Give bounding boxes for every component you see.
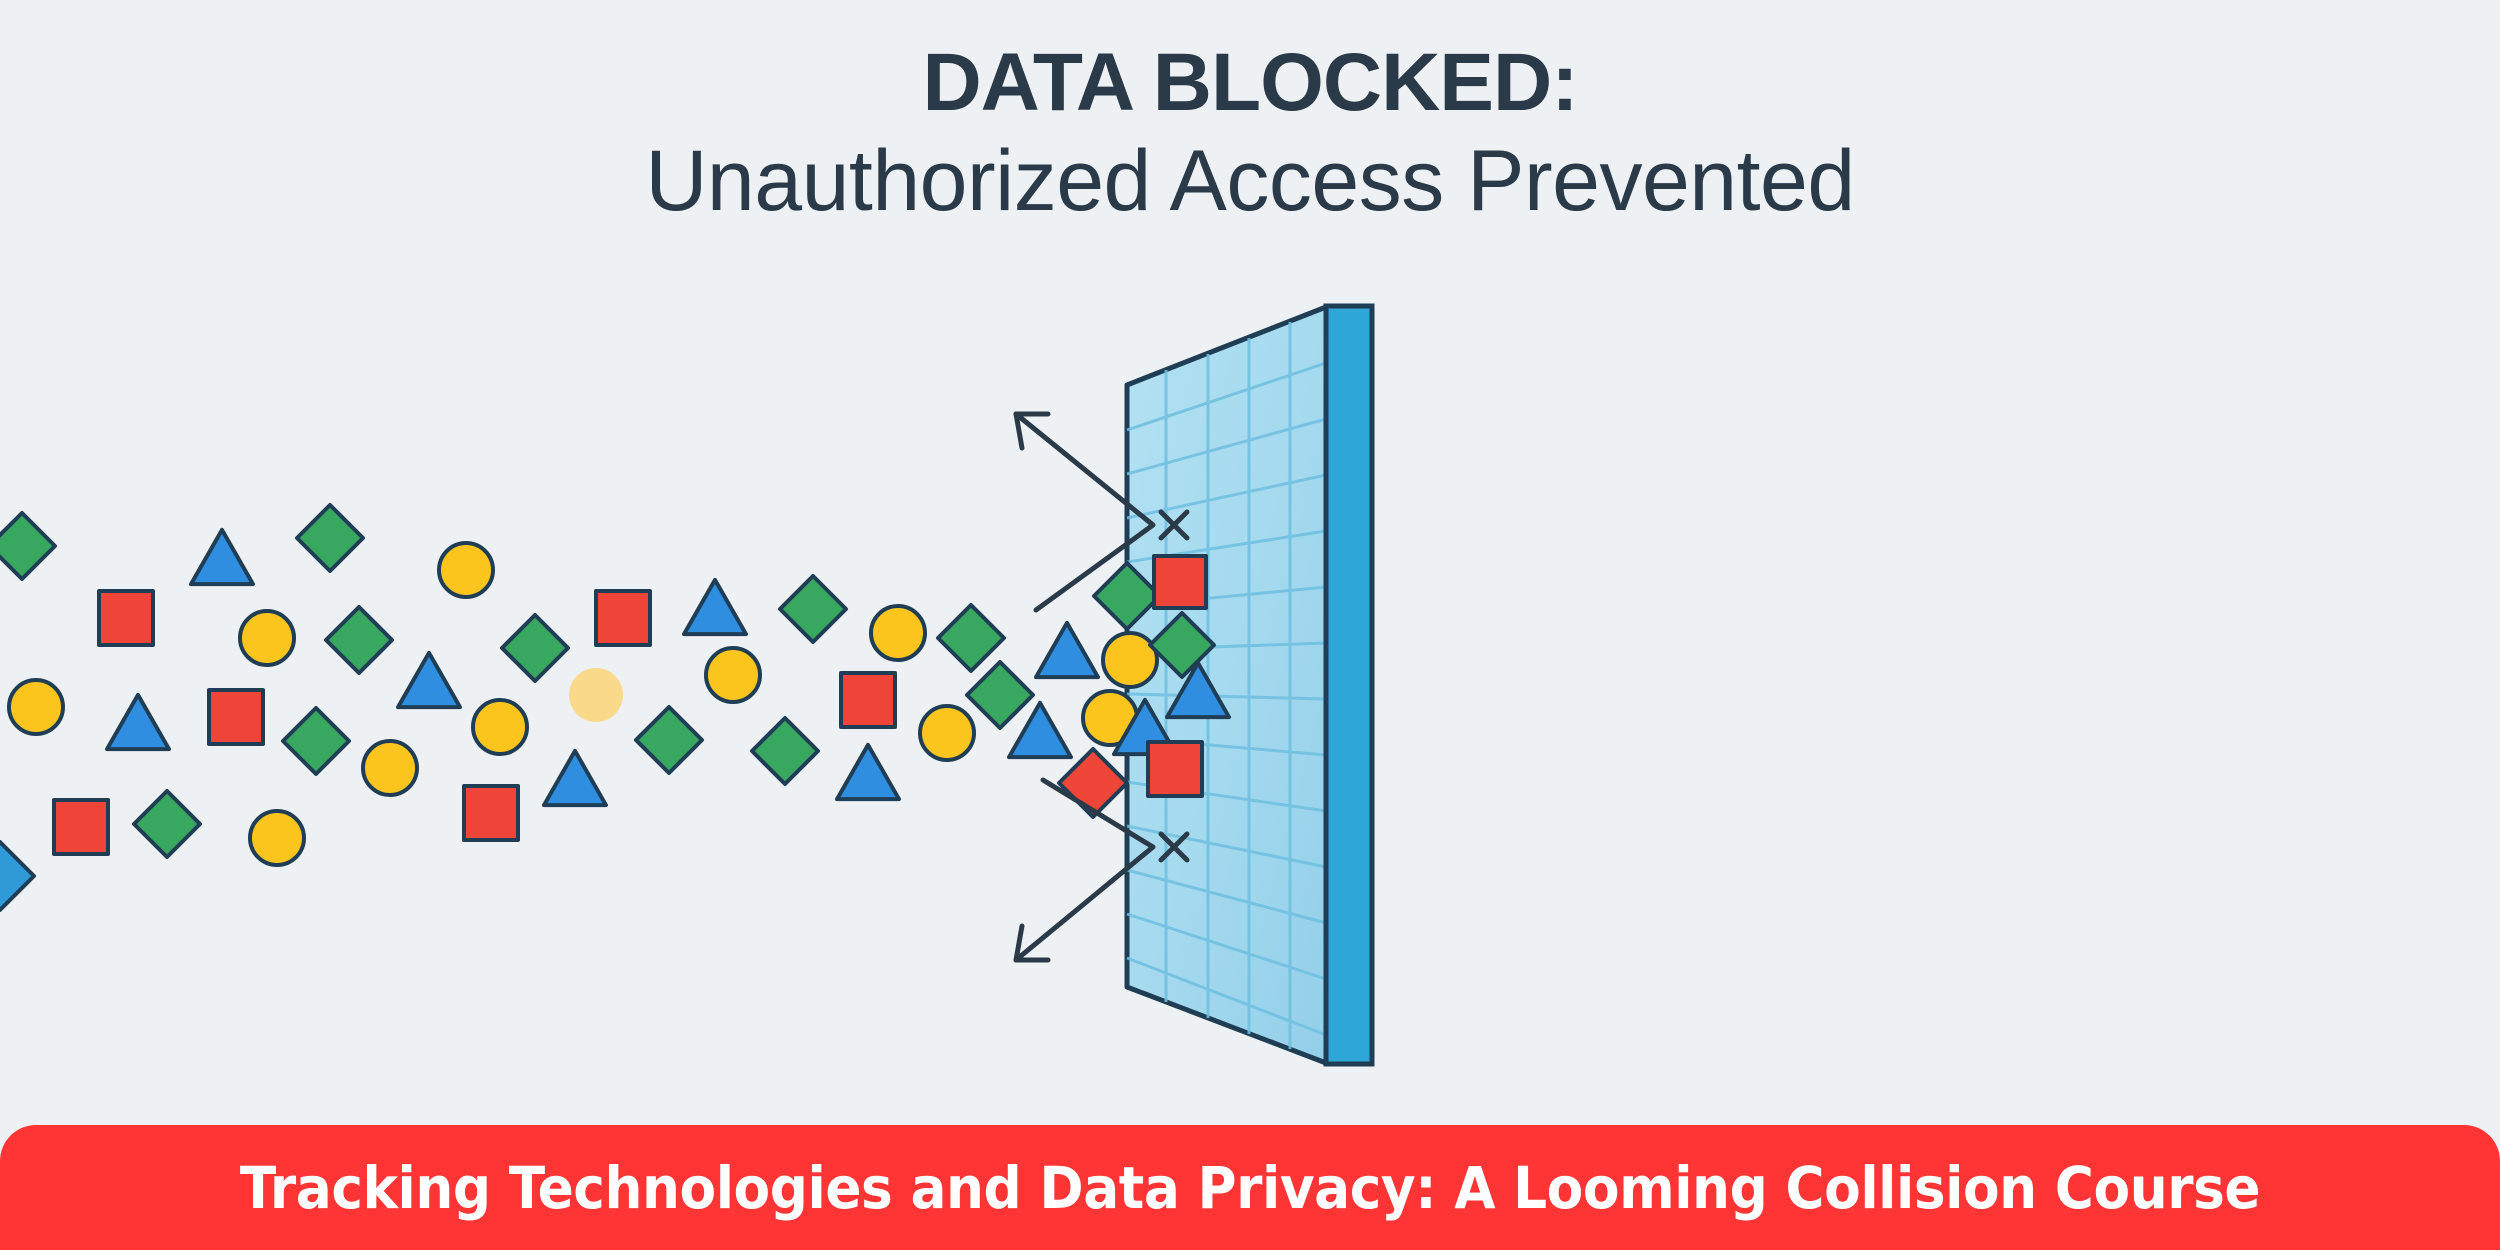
yellow-circle-packet-icon	[361, 739, 419, 797]
yellow-circle-packet-icon	[7, 678, 65, 736]
yellow-circle-packet-icon	[238, 609, 296, 667]
green-diamond-packet-icon	[965, 660, 1035, 730]
yellow-circle-packet-icon	[437, 541, 495, 599]
blue-triangle-packet-icon	[1034, 620, 1100, 680]
footer-banner: Tracking Technologies and Data Privacy: …	[0, 1125, 2500, 1250]
x-mark-icon	[1158, 831, 1190, 863]
red-square-packet-icon	[462, 784, 520, 842]
blue-triangle-packet-icon	[542, 748, 608, 808]
blue-triangle-packet-icon	[189, 527, 255, 587]
banner-title: Tracking Technologies and Data Privacy: …	[239, 1153, 2261, 1222]
green-diamond-packet-icon	[750, 716, 820, 786]
deflect-arrow-down-icon	[1013, 777, 1156, 963]
red-square-packet-icon	[1152, 554, 1208, 610]
yellow-circle-packet-icon	[471, 698, 529, 756]
green-diamond-packet-icon	[295, 503, 365, 573]
blue-triangle-packet-icon	[1165, 660, 1231, 720]
red-square-packet-icon	[52, 798, 110, 856]
wall-side-face	[1323, 303, 1375, 1067]
yellow-circle-packet-icon	[869, 604, 927, 662]
red-square-packet-icon	[839, 671, 897, 729]
blue2-diamond-packet-icon	[0, 840, 36, 912]
x-mark-icon	[1158, 509, 1190, 541]
headline-subtitle: Unauthorized Access Prevented	[645, 133, 1855, 229]
blocked-data-illustration	[0, 303, 1375, 1067]
blue-triangle-packet-icon	[682, 577, 748, 637]
faded-circle-packet-icon	[569, 668, 623, 722]
green-diamond-packet-icon	[1092, 561, 1162, 631]
blue-triangle-packet-icon	[835, 742, 901, 802]
headline-title: DATA BLOCKED:	[922, 37, 1578, 128]
deflect-arrow-up-icon	[1013, 411, 1156, 613]
green-diamond-packet-icon	[778, 574, 848, 644]
yellow-circle-packet-icon	[704, 646, 762, 704]
green-diamond-packet-icon	[324, 605, 394, 675]
data-packets	[0, 503, 1231, 912]
blue-triangle-packet-icon	[396, 650, 462, 710]
green-diamond-packet-icon	[0, 511, 57, 581]
green-diamond-packet-icon	[281, 706, 351, 776]
green-diamond-packet-icon	[500, 613, 570, 683]
firewall-wall-icon	[1124, 303, 1375, 1067]
red-square-packet-icon	[207, 688, 265, 746]
green-diamond-packet-icon	[634, 705, 704, 775]
red-square-packet-icon	[1146, 740, 1204, 798]
green-diamond-packet-icon	[936, 603, 1006, 673]
yellow-circle-packet-icon	[248, 809, 306, 867]
red-diamond-packet-icon	[1057, 747, 1129, 819]
yellow-circle-packet-icon	[1101, 631, 1159, 689]
red-square-packet-icon	[97, 589, 155, 647]
blue-triangle-packet-icon	[105, 692, 171, 752]
red-square-packet-icon	[594, 589, 652, 647]
blue-triangle-packet-icon	[1007, 700, 1073, 760]
green-diamond-packet-icon	[132, 789, 202, 859]
yellow-circle-packet-icon	[918, 704, 976, 762]
